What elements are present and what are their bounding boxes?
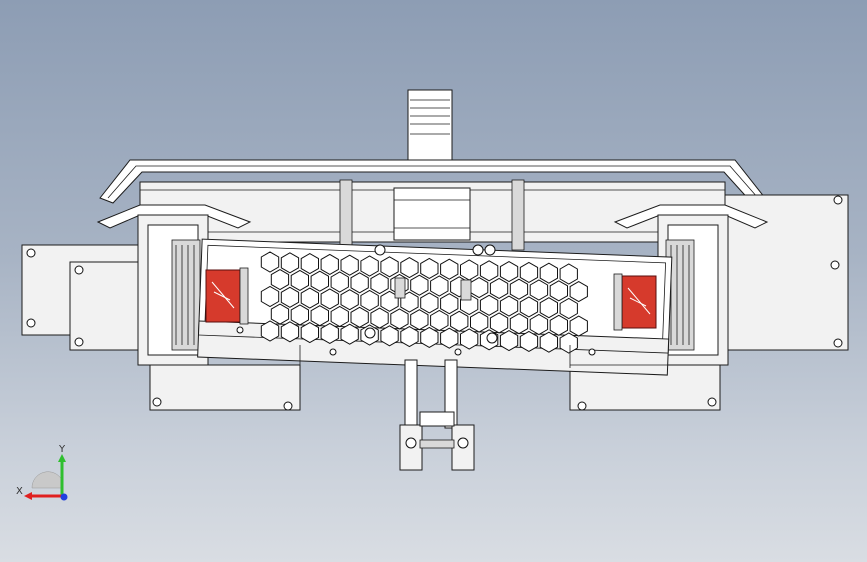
chassis-screws xyxy=(236,244,596,356)
hex-cell xyxy=(509,313,529,335)
hex-cell xyxy=(360,289,379,312)
hex-cell xyxy=(519,330,539,352)
hex-cell xyxy=(470,277,489,299)
hex-cell xyxy=(390,308,409,330)
right-wing-plates xyxy=(569,194,849,411)
hex-cell xyxy=(539,297,558,319)
hex-cell xyxy=(440,327,459,349)
hex-cell xyxy=(260,285,280,308)
hex-cell xyxy=(559,263,578,285)
hex-cell xyxy=(280,321,300,343)
hex-cell xyxy=(300,253,319,275)
hex-cell xyxy=(529,279,549,301)
left-motor xyxy=(205,267,249,325)
x-axis-arrow-icon xyxy=(24,492,32,500)
left-bracket xyxy=(96,204,252,366)
top-handle xyxy=(407,89,453,163)
hex-cell xyxy=(330,305,349,328)
hex-cell xyxy=(539,331,558,353)
hex-cell xyxy=(270,269,290,291)
hex-cell xyxy=(340,289,359,311)
frame-details xyxy=(160,277,715,368)
left-wing-plates xyxy=(21,244,301,411)
z-axis-icon xyxy=(60,493,68,501)
hex-cell xyxy=(410,274,429,296)
hex-cell xyxy=(290,304,309,326)
hex-cell xyxy=(350,272,369,294)
hex-cell xyxy=(430,309,449,332)
hex-cell xyxy=(569,315,588,337)
hex-cell xyxy=(460,328,479,350)
hex-cell xyxy=(370,273,389,295)
hex-cell xyxy=(499,261,519,283)
hex-cell xyxy=(300,322,319,344)
hex-cell xyxy=(270,303,290,325)
triad-plane xyxy=(31,471,63,489)
hex-cell xyxy=(489,277,509,299)
hex-cell xyxy=(300,287,319,309)
hex-cell xyxy=(380,290,399,312)
hex-cell xyxy=(519,296,539,318)
hex-cell xyxy=(549,280,568,302)
hex-cell xyxy=(470,311,489,333)
x-axis-label: X xyxy=(16,486,23,497)
hex-cell xyxy=(479,260,499,282)
hex-cell xyxy=(400,257,419,279)
hex-cell xyxy=(400,326,419,348)
hex-cell xyxy=(559,297,578,320)
hex-cell xyxy=(320,322,339,344)
hex-cell xyxy=(440,293,459,315)
hex-cell xyxy=(499,330,519,352)
hex-cell xyxy=(529,313,549,336)
hex-cell xyxy=(479,294,499,316)
hex-cell xyxy=(330,271,349,293)
hex-cell xyxy=(509,278,529,300)
hex-cell xyxy=(460,259,479,281)
hex-cell xyxy=(380,325,399,347)
hex-cell xyxy=(370,307,389,329)
hex-cell xyxy=(420,326,439,348)
hex-cell xyxy=(340,323,359,345)
right-motor xyxy=(613,273,657,331)
back-frame xyxy=(139,179,726,251)
hex-cell xyxy=(260,320,280,342)
hex-cell xyxy=(260,251,280,273)
hex-cell xyxy=(280,252,300,274)
hex-cell xyxy=(559,332,578,354)
hex-cell xyxy=(290,269,309,291)
hex-cell xyxy=(360,255,379,277)
hex-cell xyxy=(519,261,539,283)
hex-cell xyxy=(310,305,329,327)
hex-cell xyxy=(340,254,359,276)
hex-cell xyxy=(350,306,369,328)
hex-cell xyxy=(420,257,439,279)
hex-cell xyxy=(410,309,429,331)
hex-cell xyxy=(440,258,459,280)
hex-cell xyxy=(549,314,568,336)
y-axis-arrow-icon xyxy=(58,454,66,462)
hex-cell xyxy=(430,275,449,297)
y-axis-label: Y xyxy=(58,444,66,455)
hex-cell xyxy=(499,295,519,317)
hex-cell xyxy=(420,292,439,314)
hex-cell xyxy=(320,288,339,310)
bottom-linkage xyxy=(399,359,475,471)
hex-cell xyxy=(539,262,558,284)
hex-cell xyxy=(380,256,399,278)
hex-cell xyxy=(489,312,509,334)
hex-cell xyxy=(280,286,300,308)
axis-triad: Y X xyxy=(16,444,68,501)
hex-cell xyxy=(320,253,339,275)
hex-cell xyxy=(569,281,588,303)
hex-cell xyxy=(310,270,329,292)
hex-cell xyxy=(450,310,469,332)
